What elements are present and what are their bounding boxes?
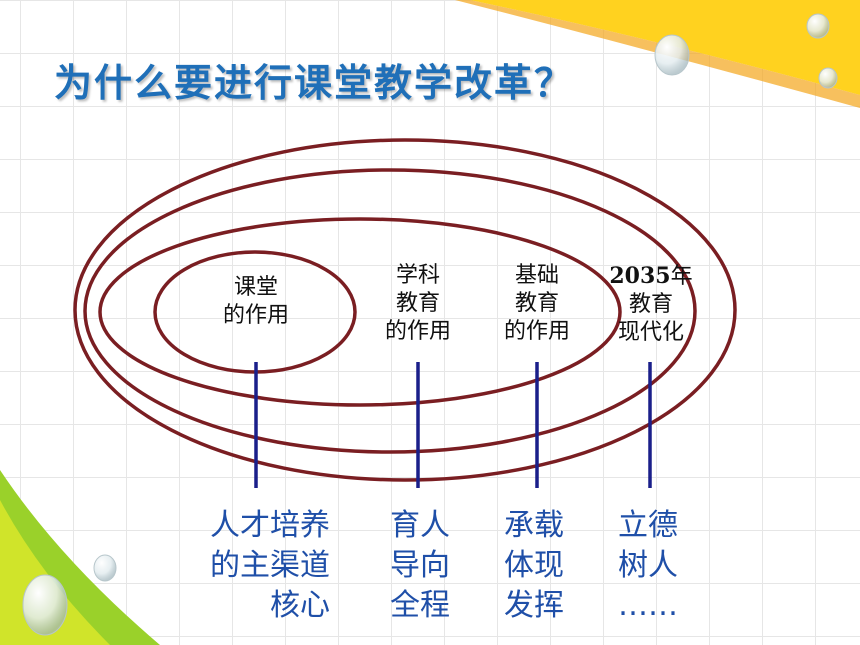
label-year-suffix: 年 bbox=[670, 264, 693, 289]
bottom-line: 育人 bbox=[390, 508, 450, 543]
bottom-line: 全程 bbox=[390, 588, 450, 623]
bottom-label-basic: 承载 体现 发挥 bbox=[484, 506, 584, 626]
circle-label-modernization: 2035年 教育 现代化 bbox=[596, 262, 706, 347]
bottom-label-classroom: 人才培养 的主渠道 核心 bbox=[180, 506, 330, 626]
label-line: 课堂 bbox=[233, 275, 278, 300]
water-drop-icon bbox=[93, 554, 117, 582]
water-drop-icon bbox=[818, 67, 838, 89]
label-line: 学科 bbox=[395, 263, 440, 288]
label-year-line: 2035年 bbox=[596, 262, 706, 291]
bottom-line: …… bbox=[618, 588, 678, 623]
corner-yellow-top bbox=[470, 0, 860, 95]
label-line: 教育 bbox=[514, 291, 559, 316]
water-drop-icon bbox=[806, 13, 830, 39]
bottom-line: 体现 bbox=[504, 548, 564, 583]
ellipse-modernization bbox=[73, 138, 737, 482]
bottom-line: 导向 bbox=[390, 548, 450, 583]
bottom-line: 的主渠道 bbox=[210, 548, 330, 583]
label-line: 基础 bbox=[514, 263, 559, 288]
bottom-line: 树人 bbox=[618, 548, 678, 583]
label-line: 教育 bbox=[628, 292, 673, 317]
ellipse-basic-education bbox=[83, 168, 697, 454]
label-line: 的作用 bbox=[503, 319, 570, 344]
page-title: 为什么要进行课堂教学改革？ bbox=[54, 61, 575, 105]
bottom-line: 立德 bbox=[618, 508, 678, 543]
water-drop-icon bbox=[654, 34, 690, 76]
bottom-line: 人才培养 bbox=[210, 508, 330, 543]
label-line: 的作用 bbox=[384, 319, 451, 344]
label-line: 现代化 bbox=[617, 320, 684, 345]
ellipse-subject-education bbox=[98, 217, 622, 407]
circle-label-classroom: 课堂 的作用 bbox=[201, 274, 311, 330]
bottom-label-subject: 育人 导向 全程 bbox=[370, 506, 470, 626]
water-drop-icon bbox=[22, 574, 68, 636]
label-line: 的作用 bbox=[222, 303, 289, 328]
label-line: 教育 bbox=[395, 291, 440, 316]
bottom-label-modernization: 立德 树人 …… bbox=[598, 506, 698, 626]
bottom-line: 核心 bbox=[270, 588, 330, 623]
circle-label-basic: 基础 教育 的作用 bbox=[482, 262, 592, 346]
bottom-line: 发挥 bbox=[504, 588, 564, 623]
label-year: 2035 bbox=[609, 263, 671, 289]
circle-label-subject: 学科 教育 的作用 bbox=[363, 262, 473, 346]
bottom-line: 承载 bbox=[504, 508, 564, 543]
